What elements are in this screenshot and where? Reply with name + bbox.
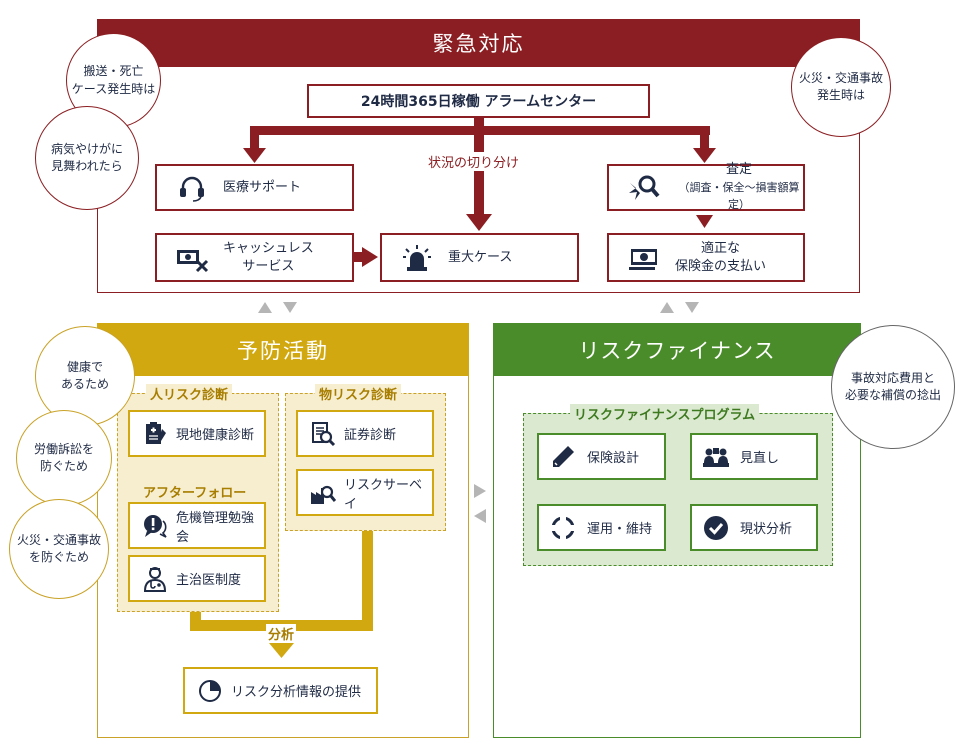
finance-line2: 必要な補償の捻出 <box>844 388 941 402</box>
securities-check-box: 証券診断 <box>296 410 434 457</box>
crisis-seminar-box: 危機管理勉強会 <box>128 502 266 549</box>
meeting-people-icon <box>703 447 729 467</box>
review-box: 見直し <box>690 433 818 480</box>
pie-chart-icon <box>199 679 221 702</box>
risk-report-label: リスク分析情報の提供 <box>231 685 362 700</box>
onsite-checkup-box: 現地健康診断 <box>128 410 266 457</box>
securities-check-label: 証券診断 <box>344 428 397 443</box>
serious-case-label: 重大ケース <box>448 249 513 265</box>
circle-labor-lawsuit: 労働訴訟を防ぐため <box>16 410 112 506</box>
cashless-money-icon <box>177 249 209 272</box>
cycle-arrows-icon <box>550 514 576 541</box>
prevention-section-title: 予防活動 <box>97 323 469 376</box>
review-label: 見直し <box>740 451 780 466</box>
insurance-design-box: 保険設計 <box>537 433 666 480</box>
after-follow-label: アフターフォロー <box>143 486 247 501</box>
circle-illness-injury: 病気やけがに見舞われたら <box>35 106 139 210</box>
illness-line1: 病気やけがに <box>50 141 123 156</box>
risk-report-box: リスク分析情報の提供 <box>183 667 378 714</box>
assessment-label: 査定 （調査・保全～損害額算定） <box>675 161 803 214</box>
siren-icon <box>403 244 431 271</box>
property-risk-title: 物リスク診断 <box>315 384 402 403</box>
risk-survey-box: リスクサーベイ <box>296 469 434 516</box>
operation-box: 運用・維持 <box>537 504 666 551</box>
emergency-section-title: 緊急対応 <box>97 19 860 67</box>
document-search-icon <box>312 421 336 446</box>
illness-line2: 見舞われたら <box>51 159 123 173</box>
factory-search-icon <box>311 485 336 504</box>
onsite-checkup-label: 現地健康診断 <box>176 428 255 443</box>
insurance-payment-box: 適正な保険金の支払い <box>607 233 805 282</box>
risk-survey-label: リスクサーベイ <box>344 477 423 512</box>
cashless-service-box: キャッシュレスサービス <box>155 233 354 282</box>
finance-line1: 事故対応費用と <box>850 370 935 385</box>
fire-pv-line2: を防ぐため <box>28 550 89 564</box>
analysis-label: 分析 <box>266 624 297 643</box>
cashless-line1: キャッシュレス <box>223 240 314 256</box>
transport-line2: ケース発生時は <box>71 81 156 96</box>
assessment-subtitle: （調査・保全～損害額算定） <box>678 180 800 212</box>
labor-line2: 防ぐため <box>39 459 88 473</box>
triage-label: 状況の切り分け <box>425 152 523 171</box>
circle-fire-accident-occurrence: 火災・交通事故発生時は <box>791 37 891 137</box>
headset-icon <box>180 176 204 202</box>
serious-case-box: 重大ケース <box>380 233 579 282</box>
payment-line1: 適正な <box>701 240 741 256</box>
operation-label: 運用・維持 <box>587 522 653 537</box>
family-doctor-label: 主治医制度 <box>176 573 242 588</box>
status-analysis-box: 現状分析 <box>690 504 818 551</box>
circle-finance-funding: 事故対応費用と必要な補償の捻出 <box>831 325 955 449</box>
assessment-title: 査定 <box>725 162 752 178</box>
check-circle-icon <box>704 515 728 540</box>
finance-program-title: リスクファイナンスプログラム <box>570 404 760 423</box>
finance-section-title: リスクファイナンス <box>493 323 861 376</box>
cashless-line2: サービス <box>242 258 295 274</box>
medical-support-label: 医療サポート <box>223 179 302 195</box>
payment-label: 適正な保険金の支払い <box>675 240 766 275</box>
doctor-icon <box>143 566 167 592</box>
clipboard-medical-icon <box>146 421 166 444</box>
alarm-center-box: 24時間365日稼働 アラームセンター <box>307 84 650 118</box>
health-line2: あるため <box>60 377 109 391</box>
health-line1: 健康で <box>66 359 103 374</box>
pen-icon <box>553 445 574 467</box>
insurance-design-label: 保険設計 <box>587 451 640 466</box>
banknote-icon <box>629 248 657 270</box>
fire-pv-line1: 火災・交通事故 <box>16 532 101 547</box>
fire-em-line1: 火災・交通事故 <box>798 70 883 85</box>
human-risk-title: 人リスク診断 <box>146 384 233 403</box>
family-doctor-box: 主治医制度 <box>128 555 266 602</box>
crisis-seminar-label: 危機管理勉強会 <box>176 510 255 545</box>
labor-line1: 労働訴訟を <box>33 441 94 456</box>
circle-health: 健康であるため <box>35 326 135 426</box>
status-analysis-label: 現状分析 <box>740 522 793 537</box>
speech-exclamation-icon <box>144 514 167 538</box>
medical-support-box: 医療サポート <box>155 164 354 211</box>
cashless-service-label: キャッシュレスサービス <box>223 240 314 275</box>
magnifier-burst-icon <box>629 175 660 200</box>
circle-fire-accident-prevention: 火災・交通事故を防ぐため <box>9 499 109 599</box>
assessment-box: 査定 （調査・保全～損害額算定） <box>607 161 805 214</box>
payment-line2: 保険金の支払い <box>675 258 767 274</box>
fire-em-line2: 発生時は <box>816 88 865 102</box>
transport-line1: 搬送・死亡 <box>83 64 144 79</box>
